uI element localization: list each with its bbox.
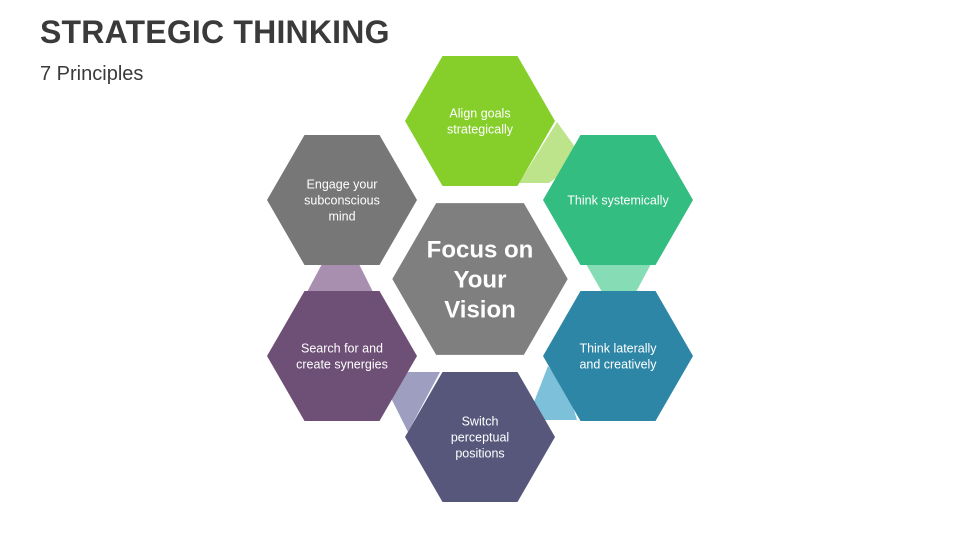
principle-search-synergies: Search for and create synergies: [267, 291, 417, 421]
connector-search-synergies: [307, 264, 373, 292]
hexagon-think-laterally: [543, 291, 693, 421]
hexagon-switch-positions: [405, 372, 555, 502]
principle-label-line: Search for and: [301, 341, 383, 355]
principle-think-laterally: Think laterally and creatively: [543, 291, 693, 421]
principle-label-line: and creatively: [579, 357, 657, 371]
principle-label-line: mind: [328, 209, 355, 223]
principle-label-line: create synergies: [296, 357, 388, 371]
principle-label-line: positions: [455, 446, 504, 460]
principle-engage-subconscious: Engage your subconscious mind: [267, 135, 417, 265]
hexagon-align-goals: [405, 56, 555, 186]
hexagon-think-systemically: [543, 135, 693, 265]
connector-think-systemically: [586, 264, 651, 292]
principle-think-systemically: Think systemically: [543, 135, 693, 265]
principle-label-line: Think laterally: [579, 341, 657, 355]
hexagon-search-synergies: [267, 291, 417, 421]
center-label-line: Vision: [444, 296, 516, 323]
center-label-line: Your: [454, 266, 507, 293]
principle-label-line: Align goals: [449, 106, 510, 120]
principle-label-line: Think systemically: [567, 193, 669, 207]
principle-label-line: subconscious: [304, 193, 380, 207]
principle-label-line: strategically: [447, 122, 514, 136]
principle-label-line: perceptual: [451, 430, 509, 444]
slide-subtitle: 7 Principles: [40, 63, 144, 85]
principle-switch-positions: Switch perceptual positions: [405, 372, 555, 502]
connector-switch-positions: [388, 372, 440, 432]
connector-think-laterally: [527, 366, 577, 420]
center-label-line: Focus on: [427, 236, 534, 263]
center-hexagon: [387, 199, 573, 359]
principle-label-line: Engage your: [307, 177, 378, 191]
principle-label-line: Switch: [462, 414, 499, 428]
slide-title: STRATEGIC THINKING: [40, 14, 390, 50]
hexagon-engage-subconscious: [267, 135, 417, 265]
principle-align-goals: Align goals strategically: [405, 56, 555, 186]
